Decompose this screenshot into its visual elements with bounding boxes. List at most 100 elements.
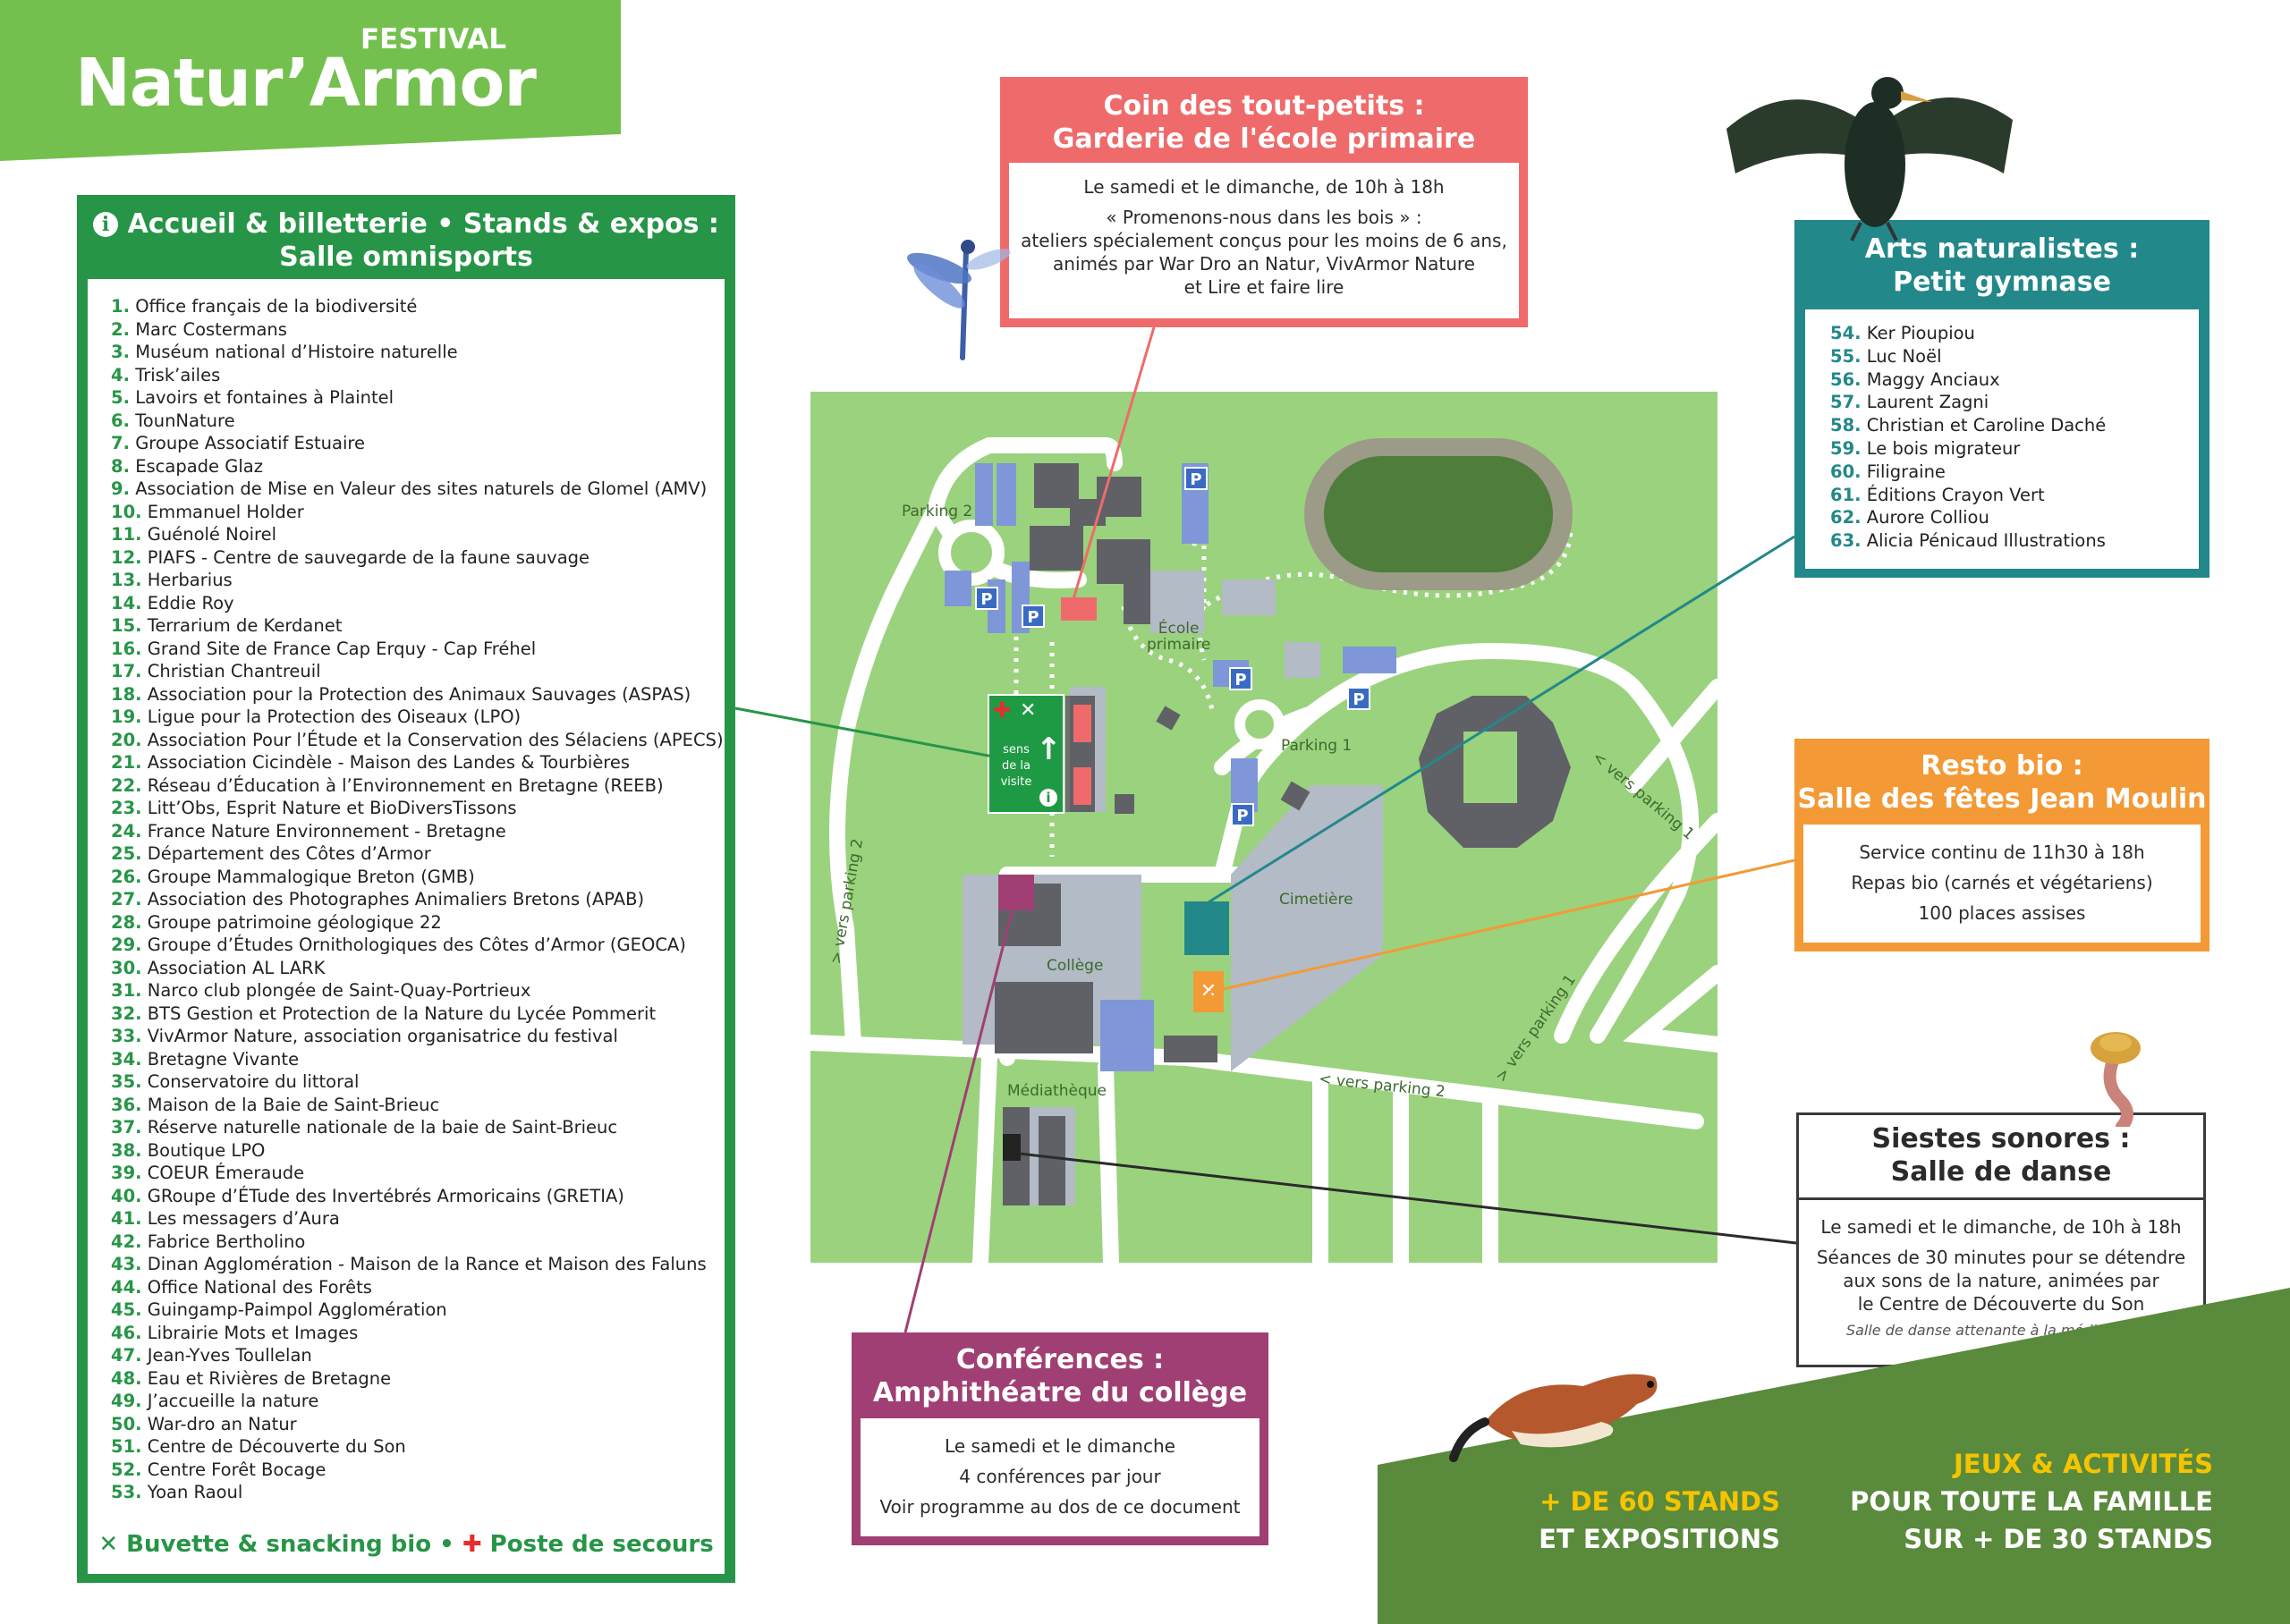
stand-number: 5. — [111, 387, 130, 408]
art-stand-name: Aurore Colliou — [1866, 507, 1989, 529]
stand-name: Association AL LARK — [147, 957, 326, 978]
connector-conferences — [903, 893, 1018, 1333]
art-list-item: 56. Maggy Anciaux — [1830, 368, 2106, 392]
stand-name: Terrarium de Kerdanet — [147, 615, 343, 636]
stand-number: 26. — [111, 866, 142, 887]
tout-petits-heading: Coin des tout-petits : Garderie de l'éco… — [1000, 89, 1528, 156]
stand-number: 46. — [111, 1322, 142, 1343]
stand-number: 22. — [111, 774, 142, 796]
visit-text-line2: de la — [1002, 759, 1030, 773]
stand-list-item: 10. Emmanuel Holder — [111, 501, 724, 524]
connector-siestes — [1019, 1152, 1797, 1245]
stand-number: 20. — [111, 729, 142, 750]
road-s1 — [972, 1050, 997, 1263]
stand-name: Yoan Raoul — [147, 1482, 243, 1502]
label-ecole-line1: École — [1158, 620, 1200, 638]
stand-number: 23. — [111, 798, 142, 818]
title-banner — [0, 0, 621, 161]
stand-number: 1. — [111, 296, 130, 317]
stand-number: 19. — [111, 706, 142, 727]
art-stand-number: 62. — [1830, 507, 1862, 529]
paved-3 — [1285, 642, 1320, 678]
stand-name: Grand Site de France Cap Erquy - Cap Fré… — [147, 638, 537, 659]
resto-title-line2: Salle des fêtes Jean Moulin — [1797, 783, 2207, 815]
art-stand-number: 60. — [1830, 461, 1862, 482]
stand-name: Conservatoire du littoral — [147, 1071, 360, 1092]
stand-list-item: 34. Bretagne Vivante — [111, 1048, 724, 1071]
stand-name: Office français de la biodiversité — [135, 296, 418, 317]
stand-number: 14. — [111, 592, 142, 613]
stand-number: 47. — [111, 1345, 142, 1366]
art-stand-name: Christian et Caroline Daché — [1866, 415, 2107, 436]
art-stand-number: 56. — [1830, 368, 1862, 390]
bldg-small-2 — [1115, 794, 1134, 814]
art-list-item: 60. Filigraine — [1830, 461, 2106, 484]
art-stand-number: 58. — [1830, 415, 1862, 436]
arrow-up-icon: ↑ — [1036, 732, 1062, 767]
conferences-heading: Conférences : Amphithéatre du collège — [852, 1343, 1268, 1409]
stand-number: 48. — [111, 1367, 142, 1389]
accueil-heading: i Accueil & billetterie • Stands & expos… — [77, 207, 735, 274]
stand-name: Escapade Glaz — [135, 455, 263, 477]
stand-name: Groupe Associatif Estuaire — [135, 433, 365, 453]
stand-list-item: 18. Association pour la Protection des A… — [111, 683, 724, 706]
stand-name: Guingamp-Paimpol Agglomération — [147, 1299, 447, 1320]
paved-2 — [1222, 579, 1276, 615]
art-stand-name: Maggy Anciaux — [1866, 368, 2000, 390]
stand-number: 4. — [111, 364, 130, 385]
arts-title-line2: Petit gymnase — [1893, 266, 2111, 298]
stand-list-item: 12. PIAFS - Centre de sauvegarde de la f… — [111, 546, 724, 570]
stand-list-item: 44. Office National des Forêts — [111, 1276, 724, 1299]
resto-body: Service continu de 11h30 à 18h Repas bio… — [1803, 825, 2201, 943]
tout-petits-title-line2: Garderie de l'école primaire — [1052, 123, 1476, 155]
stand-number: 44. — [111, 1276, 142, 1298]
arts-panel: Arts naturalistes : Petit gymnase 54. Ke… — [1794, 220, 2209, 578]
art-list-item: 61. Éditions Crayon Vert — [1830, 484, 2106, 507]
art-list-item: 57. Laurent Zagni — [1830, 391, 2106, 414]
stand-name: Dinan Agglomération - Maison de la Rance… — [147, 1254, 707, 1274]
stand-name: J’accueille la nature — [147, 1391, 319, 1411]
first-aid-icon: ✚ — [462, 1531, 482, 1558]
buvette-label: Buvette & snacking bio — [126, 1531, 432, 1558]
stand-name: Herbarius — [147, 570, 233, 590]
parking-area-2 — [997, 463, 1016, 526]
salle-omnisports-court — [1463, 732, 1517, 803]
stand-number: 33. — [111, 1026, 142, 1046]
stand-number: 35. — [111, 1071, 142, 1092]
stand-number: 29. — [111, 935, 142, 955]
stand-name: Eddie Roy — [147, 592, 234, 613]
promo-jeux-line3: SUR + DE 30 STANDS — [1904, 1524, 2213, 1554]
stand-list-item: 30. Association AL LARK — [111, 957, 724, 980]
tout-petits-body: Le samedi et le dimanche, de 10h à 18h «… — [1009, 163, 1519, 318]
stand-name: TounNature — [135, 410, 235, 431]
stand-number: 24. — [111, 820, 142, 842]
stand-list-item: 13. Herbarius — [111, 569, 724, 592]
cormorant-illustration — [1726, 77, 2013, 241]
info-icon: i — [1039, 789, 1057, 807]
promo-stands-line2: ET EXPOSITIONS — [1539, 1524, 1780, 1554]
connector-resto — [1207, 859, 1795, 994]
stand-number: 45. — [111, 1299, 142, 1320]
label-ecole-line2: primaire — [1147, 636, 1211, 654]
parking-area-1 — [975, 463, 993, 526]
school-buildings — [1030, 463, 1150, 624]
festival-title: Natur’Armor — [75, 45, 537, 122]
art-stand-number: 59. — [1830, 437, 1862, 459]
stand-list-item: 25. Département des Côtes d’Armor — [111, 842, 724, 866]
map-canvas — [810, 437, 1718, 1263]
stand-list-item: 53. Yoan Raoul — [111, 1481, 724, 1504]
label-mediatheque: Médiathèque — [1007, 1082, 1107, 1100]
bldg-small-1 — [1156, 706, 1181, 731]
art-list-item: 58. Christian et Caroline Daché — [1830, 414, 2106, 437]
label-ecole-primaire: École primaire — [1147, 621, 1210, 653]
tout-petits-title-line1: Coin des tout-petits : — [1103, 90, 1425, 122]
stand-name: Groupe patrimoine géologique 22 — [147, 911, 442, 933]
stand-list-item: 31. Narco club plongée de Saint-Quay-Por… — [111, 979, 724, 1002]
stand-name: Eau et Rivières de Bretagne — [147, 1367, 392, 1389]
parking-badge: P — [975, 587, 998, 610]
stand-number: 39. — [111, 1163, 142, 1183]
visit-text-line3: visite — [1000, 775, 1032, 789]
footer-separator: • — [439, 1531, 454, 1558]
college-bldg-2 — [995, 982, 1093, 1053]
